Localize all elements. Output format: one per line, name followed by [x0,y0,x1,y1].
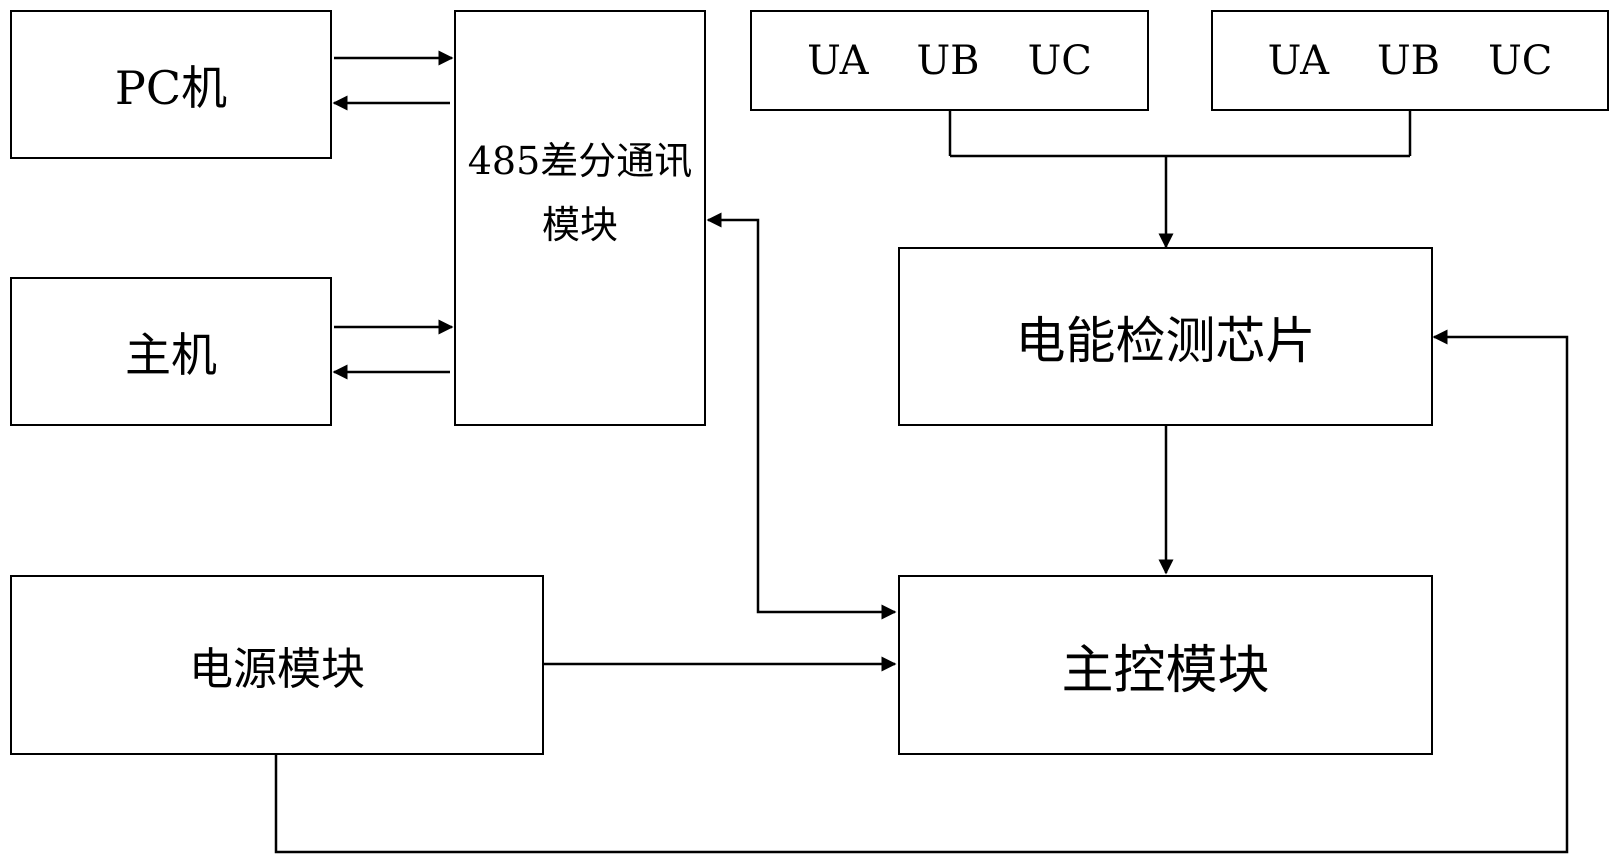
voltage-ua-label: UA [1267,37,1329,84]
485-main-link-arrow [706,212,897,620]
main-control-block: 主控模块 [898,575,1433,755]
main-control-label: 主控模块 [1061,640,1270,701]
energy-chip-block: 电能检测芯片 [898,247,1433,426]
power-block: 电源模块 [10,575,544,755]
voltage-input-2-labels: UA UB UC [1268,38,1553,84]
voltage-uc-label: UC [1488,37,1553,84]
host-block: 主机 [10,277,332,426]
energy-chip-label: 电能检测芯片 [1015,311,1316,370]
voltage-input-1-block: UA UB UC [750,10,1149,111]
power-label: 电源模块 [189,644,365,695]
host-label: 主机 [125,327,217,382]
voltage-input-2-block: UA UB UC [1211,10,1609,111]
pc-label: PC机 [114,60,228,115]
comm-485-block: 485差分通讯模块 [454,10,706,426]
voltage-ub-label: UB [916,37,980,84]
voltage-input-1-labels: UA UB UC [807,38,1092,84]
pc-block: PC机 [10,10,332,159]
voltage-uc-label: UC [1027,37,1092,84]
comm-485-label: 485差分通讯模块 [467,139,693,247]
voltage-ub-label: UB [1376,37,1441,84]
voltage-ua-label: UA [807,37,869,84]
power-to-chip-arrow [274,329,1569,854]
